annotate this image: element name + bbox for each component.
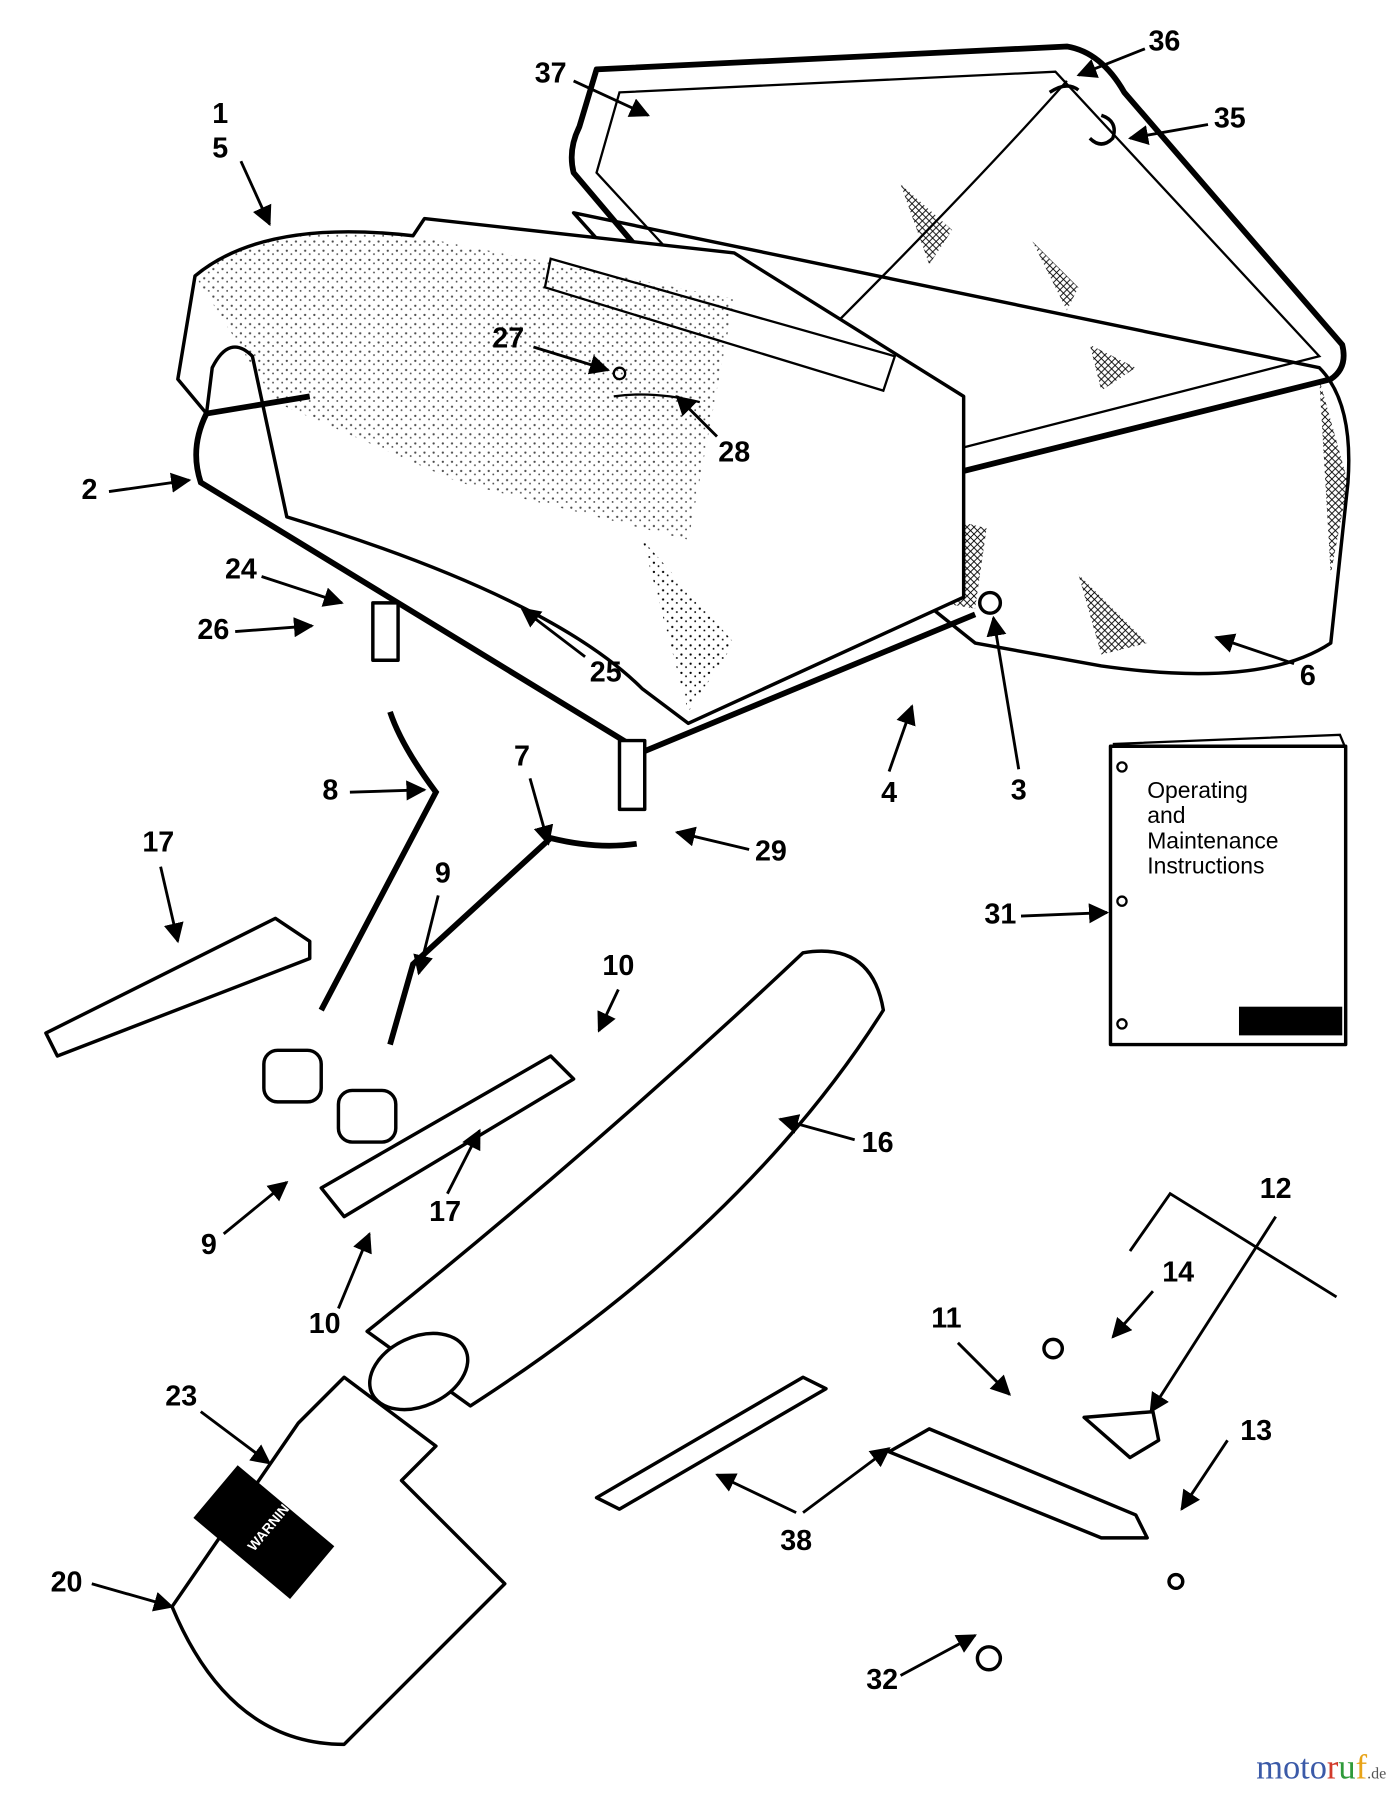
label-32: 32	[866, 1664, 898, 1696]
manual-title-line: Maintenance	[1147, 827, 1278, 853]
discharge-tube	[365, 949, 886, 1412]
label-23: 23	[165, 1380, 197, 1412]
watermark-logo: motoruf.de	[1256, 1749, 1386, 1787]
pivot-links	[44, 601, 647, 1219]
label-9-lower: 9	[201, 1229, 217, 1261]
label-31: 31	[984, 899, 1016, 931]
label-35: 35	[1214, 102, 1246, 134]
label-8: 8	[322, 775, 338, 807]
blades	[594, 1337, 1185, 1672]
label-38: 38	[780, 1525, 812, 1557]
label-13: 13	[1240, 1415, 1272, 1447]
wheel-roller	[262, 1048, 323, 1104]
link-bar	[44, 916, 312, 1058]
label-9: 9	[435, 857, 451, 889]
bushing	[977, 590, 1003, 615]
label-29: 29	[755, 836, 787, 868]
manual-logo-plate	[1238, 1006, 1343, 1036]
leader-arrows	[91, 47, 1338, 1677]
label-36: 36	[1148, 26, 1180, 58]
label-5: 5	[212, 132, 228, 164]
blade-adapter-11	[887, 1427, 1149, 1540]
label-12: 12	[1260, 1173, 1292, 1205]
blower-housing	[176, 216, 966, 726]
label-6: 6	[1300, 660, 1316, 692]
operating-manual: Operating and Maintenance Instructions	[1108, 733, 1348, 1047]
label-1: 1	[212, 98, 228, 130]
warning-decal	[193, 1465, 335, 1600]
label-24: 24	[225, 553, 257, 585]
label-11: 11	[931, 1302, 961, 1334]
label-10-lower: 10	[309, 1308, 341, 1340]
bracket-12	[1082, 1409, 1161, 1460]
label-4: 4	[881, 777, 897, 809]
label-10: 10	[602, 950, 634, 982]
hood-frame	[193, 393, 1003, 756]
link-bar	[319, 1054, 576, 1219]
manual-title-line: Operating	[1147, 777, 1248, 803]
bag-frame	[568, 43, 1347, 497]
label-20: 20	[51, 1566, 83, 1598]
label-28: 28	[718, 436, 750, 468]
chute: WARNING	[170, 1375, 507, 1747]
label-2: 2	[82, 474, 98, 506]
label-14: 14	[1162, 1257, 1194, 1289]
label-27: 27	[492, 323, 524, 355]
wheel-roller	[336, 1088, 398, 1144]
blade-38	[594, 1375, 828, 1511]
hook-and-clip	[1048, 84, 1116, 146]
label-7: 7	[514, 740, 530, 772]
manual-title-line: Instructions	[1147, 853, 1264, 879]
label-17-lower: 17	[429, 1196, 461, 1228]
part-number-labels: 1 5 37 36 35 27 28 2 24 26 25 6 3 4 29 8…	[51, 26, 1316, 1696]
label-37: 37	[535, 58, 567, 90]
label-3: 3	[1011, 775, 1027, 807]
manual-title-line: and	[1147, 802, 1185, 828]
label-17: 17	[142, 826, 174, 858]
label-26: 26	[197, 614, 229, 646]
label-25: 25	[590, 657, 622, 689]
label-16: 16	[862, 1127, 894, 1159]
